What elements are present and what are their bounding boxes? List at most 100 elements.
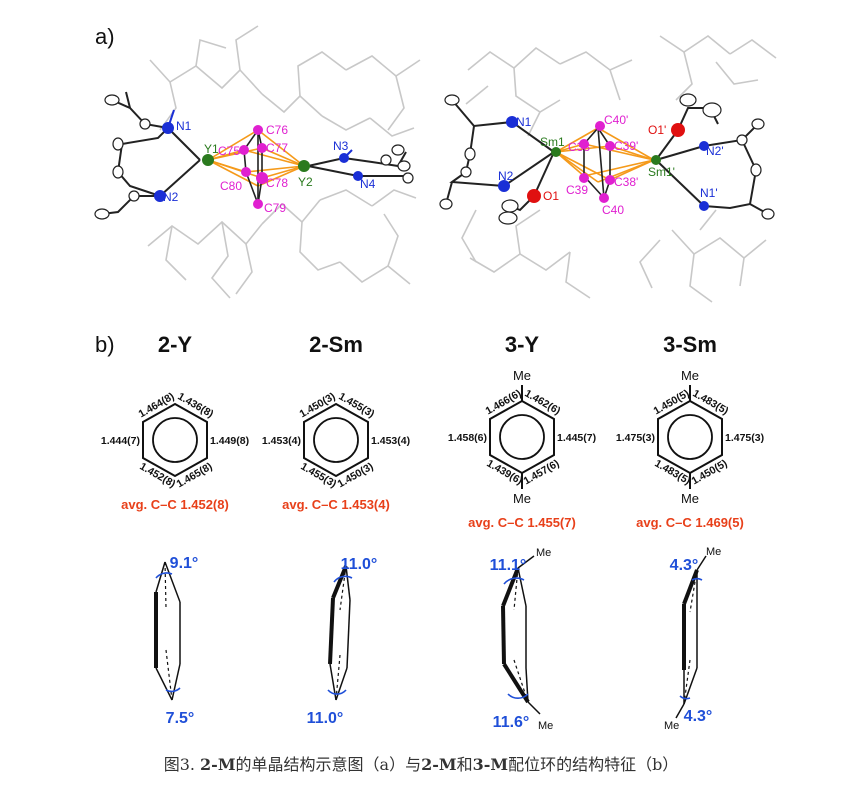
panel-a-label: a) — [95, 24, 115, 49]
angle-bottom: 11.0° — [307, 710, 344, 727]
side-view — [675, 555, 707, 719]
bond-length-top-left: 1.466(6) — [484, 387, 524, 417]
label-O1prime: O1' — [648, 123, 666, 137]
side-view — [154, 561, 181, 701]
label-N1-right: N1 — [516, 115, 532, 129]
bond-length-bottom-left: 1.439(6) — [485, 457, 525, 487]
label-N1prime: N1' — [700, 186, 718, 200]
avg-bond-length: avg. C–C 1.453(4) — [282, 497, 390, 512]
compound-2Y: 2-Y 1.464(8) 1.436(8) 1.444(7) 1.449(8) … — [101, 332, 249, 727]
panel-b-label: b) — [95, 332, 115, 357]
compound-3Y: 3-Y Me Me 1.466(6) 1.462(6) 1.458(6) 1.4… — [448, 332, 596, 732]
side-view — [328, 565, 351, 701]
atom-N2-right — [498, 180, 510, 192]
label-Y2: Y2 — [298, 175, 313, 189]
ligand-wireframe-right — [461, 35, 777, 303]
coordination-bonds-left — [207, 129, 305, 187]
label-N2-right: N2 — [498, 169, 514, 183]
coordination-bonds-right — [555, 127, 655, 183]
compound-name: 2-Y — [158, 332, 193, 357]
ligand-wireframe-left — [147, 25, 421, 299]
atom-N2-left — [154, 190, 166, 202]
atom-O1 — [527, 189, 541, 203]
carbon-ellipsoids-left — [94, 94, 414, 220]
label-N1-left: N1 — [176, 119, 192, 133]
angle-arc-bottom — [679, 695, 691, 700]
atom-Sm1prime — [651, 155, 661, 165]
label-C39: C39 — [566, 183, 588, 197]
caption-compound-3: 3-M — [472, 755, 509, 774]
structure-2Sm: N1 N2 O1 Sm1 C38 C39 C40 C38' C39' C40' … — [439, 35, 777, 303]
avg-bond-length: avg. C–C 1.452(8) — [121, 497, 229, 512]
angle-arc-top — [503, 577, 525, 585]
bond-length-left: 1.453(4) — [262, 435, 301, 447]
label-C40: C40 — [602, 203, 624, 217]
c6-atoms-left — [239, 125, 268, 209]
compound-name: 3-Sm — [663, 332, 717, 357]
caption-suffix: 配位环的结构特征（b） — [508, 755, 679, 774]
bond-length-left: 1.458(6) — [448, 432, 487, 444]
atom-O1prime — [671, 123, 685, 137]
label-C40prime: C40' — [604, 113, 628, 127]
side-methyl-top: Me — [706, 546, 721, 558]
label-Sm1: Sm1 — [540, 135, 565, 149]
angle-top: 4.3° — [670, 557, 699, 574]
aromatic-circle — [313, 417, 359, 463]
angle-arc-top — [691, 577, 703, 581]
benzene-ring — [303, 402, 369, 478]
atom-Sm1 — [551, 147, 561, 157]
aromatic-circle — [499, 414, 545, 460]
angle-arc-top — [155, 572, 173, 579]
label-C78: C78 — [266, 176, 288, 190]
avg-bond-length: avg. C–C 1.455(7) — [468, 515, 576, 530]
bond-length-bottom-left: 1.452(8) — [138, 460, 178, 490]
angle-arc-bottom — [165, 687, 181, 693]
aromatic-circle — [152, 417, 198, 463]
label-C77: C77 — [266, 141, 288, 155]
atom-Y2 — [298, 160, 310, 172]
label-C76: C76 — [266, 123, 288, 137]
atom-Y1 — [202, 154, 214, 166]
bond-length-top-left: 1.450(5) — [652, 387, 692, 417]
bond-length-left: 1.475(3) — [616, 432, 655, 444]
c6-ring-left — [243, 128, 263, 208]
atom-N1prime — [699, 201, 709, 211]
angle-bottom: 4.3° — [684, 708, 713, 725]
label-C80: C80 — [220, 179, 242, 193]
angle-top: 11.1° — [490, 557, 527, 574]
figure-caption: 图3. 2-M的单晶结构示意图（a）与2-M和3-M配位环的结构特征（b） — [0, 751, 842, 775]
caption-mid-2: 和 — [456, 755, 473, 774]
bond-length-top-left: 1.450(3) — [298, 390, 338, 420]
side-methyl-bottom: Me — [538, 720, 553, 732]
atom-N3-left — [339, 153, 349, 163]
compound-3Sm: 3-Sm Me Me 1.450(5) 1.483(5) 1.475(3) 1.… — [616, 332, 764, 732]
label-C38: C38 — [568, 140, 590, 154]
label-N3: N3 — [333, 139, 349, 153]
label-N4: N4 — [360, 177, 376, 191]
bond-length-right: 1.453(4) — [371, 435, 410, 447]
label-O1: O1 — [543, 189, 559, 203]
methyl-top: Me — [681, 368, 699, 383]
caption-prefix: 图3. — [163, 755, 201, 774]
carbon-ellipsoids-right — [439, 93, 775, 225]
atom-N1-left — [162, 122, 174, 134]
aromatic-circle — [667, 414, 713, 460]
bond-length-right: 1.445(7) — [557, 432, 596, 444]
label-N2-left: N2 — [163, 190, 179, 204]
backbone-left — [101, 91, 408, 215]
c6-atoms-right — [579, 121, 615, 203]
methyl-bottom: Me — [513, 491, 531, 506]
caption-compound-2: 2-M — [421, 755, 457, 774]
label-C39prime: C39' — [614, 139, 638, 153]
methyl-bottom: Me — [681, 491, 699, 506]
angle-arc-bottom — [507, 693, 529, 699]
label-C75: C75 — [218, 144, 240, 158]
label-C79: C79 — [264, 201, 286, 215]
angle-top: 11.0° — [341, 556, 378, 573]
angle-arc-top — [333, 575, 353, 583]
caption-mid-1: 的单晶结构示意图（a）与 — [235, 755, 422, 774]
label-C38prime: C38' — [614, 175, 638, 189]
compound-2Sm: 2-Sm 1.450(3) 1.455(3) 1.453(4) 1.453(4)… — [262, 332, 410, 727]
label-Sm1prime: Sm1' — [648, 165, 675, 179]
